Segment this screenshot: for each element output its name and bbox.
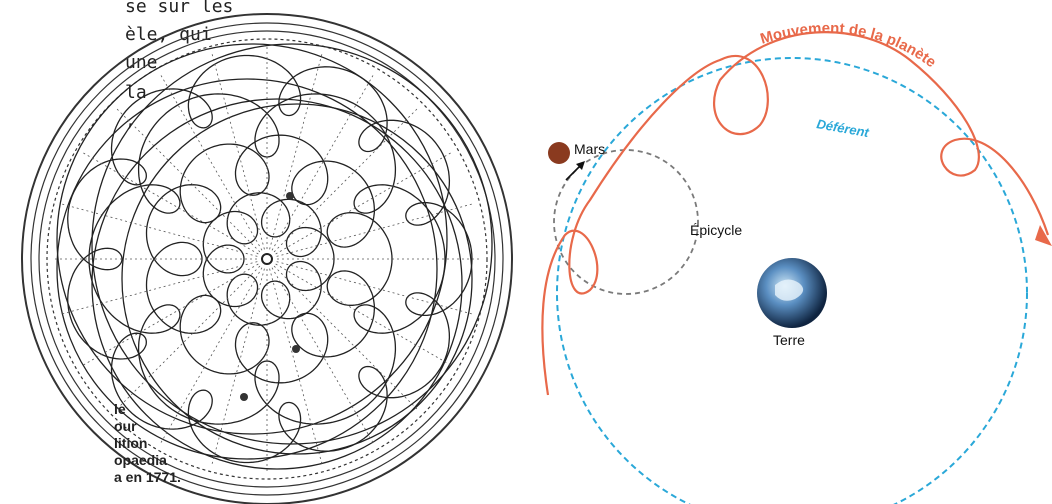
caption-line: our: [114, 418, 137, 434]
engraving-small-body: [240, 393, 248, 401]
engraving-small-body: [292, 345, 300, 353]
caption-line: le: [114, 401, 126, 417]
engraving-ray: [59, 261, 258, 316]
engraving-offset-orbit: [91, 43, 493, 445]
engraving-loop-path: [202, 192, 335, 326]
engraving-ray: [159, 267, 263, 446]
earth-label: Terre: [773, 332, 805, 348]
engraving-ray: [114, 265, 261, 412]
earth-cloud: [775, 279, 804, 301]
paragraph-line: se sur les: [125, 0, 234, 17]
caption-fragment: le our lition opaedia a en 1771.: [0, 394, 181, 504]
modern-epicycle-diagram: Mars Épicycle Terre Déférent Mouvement d…: [541, 20, 1052, 504]
engraving-ray: [269, 268, 324, 467]
engraving-offset-orbit: [121, 103, 473, 455]
motion-arrow-head: [576, 161, 585, 170]
paragraph-line: une: [125, 52, 158, 73]
deferent-circle: [556, 57, 1028, 504]
planet-motion-label: Mouvement de la planète: [758, 20, 939, 71]
caption-line: opaedia: [114, 452, 167, 468]
caption-line: a en 1771.: [114, 469, 181, 485]
engraving-small-body: [286, 192, 294, 200]
mars-planet: [548, 142, 570, 164]
engraving-ray: [80, 151, 259, 255]
epicycle-circle: [553, 149, 699, 295]
engraving-loop-path: [88, 93, 446, 425]
caption-line: lition: [114, 435, 148, 451]
engraving-ray: [273, 265, 420, 412]
engraving-ray: [80, 263, 259, 367]
engraving-ray: [276, 261, 475, 316]
arrowhead: [1035, 225, 1052, 246]
engraving-ray: [276, 202, 475, 257]
engraving-ray: [210, 51, 265, 250]
paragraph-line: ,: [125, 110, 136, 131]
engraving-offset-orbit: [56, 43, 448, 435]
engraving-ray: [275, 263, 454, 367]
mars-label: Mars: [574, 141, 605, 157]
engraving-ray: [159, 72, 263, 251]
engraving-ray: [114, 106, 261, 253]
planet-motion-label-text: Mouvement de la planète: [758, 20, 939, 71]
engraving-ray: [59, 202, 258, 257]
engraving-ray: [271, 267, 375, 446]
engraving-ray: [275, 151, 454, 255]
planet-motion-path: [541, 31, 1050, 396]
engraving-ray: [271, 72, 375, 251]
deferent-label: Déférent: [815, 116, 870, 140]
engraving-center-earth: [261, 253, 273, 265]
engraving-rays: [52, 44, 482, 474]
engraving-offset-orbit: [91, 98, 463, 470]
engraving-ray: [210, 268, 265, 467]
epicycle-label: Épicycle: [690, 222, 742, 238]
engraving-outer-rings: [21, 13, 513, 504]
engraving-ray: [269, 51, 324, 250]
engraving-offset-orbit: [56, 78, 438, 460]
engraving-ray: [273, 106, 420, 253]
